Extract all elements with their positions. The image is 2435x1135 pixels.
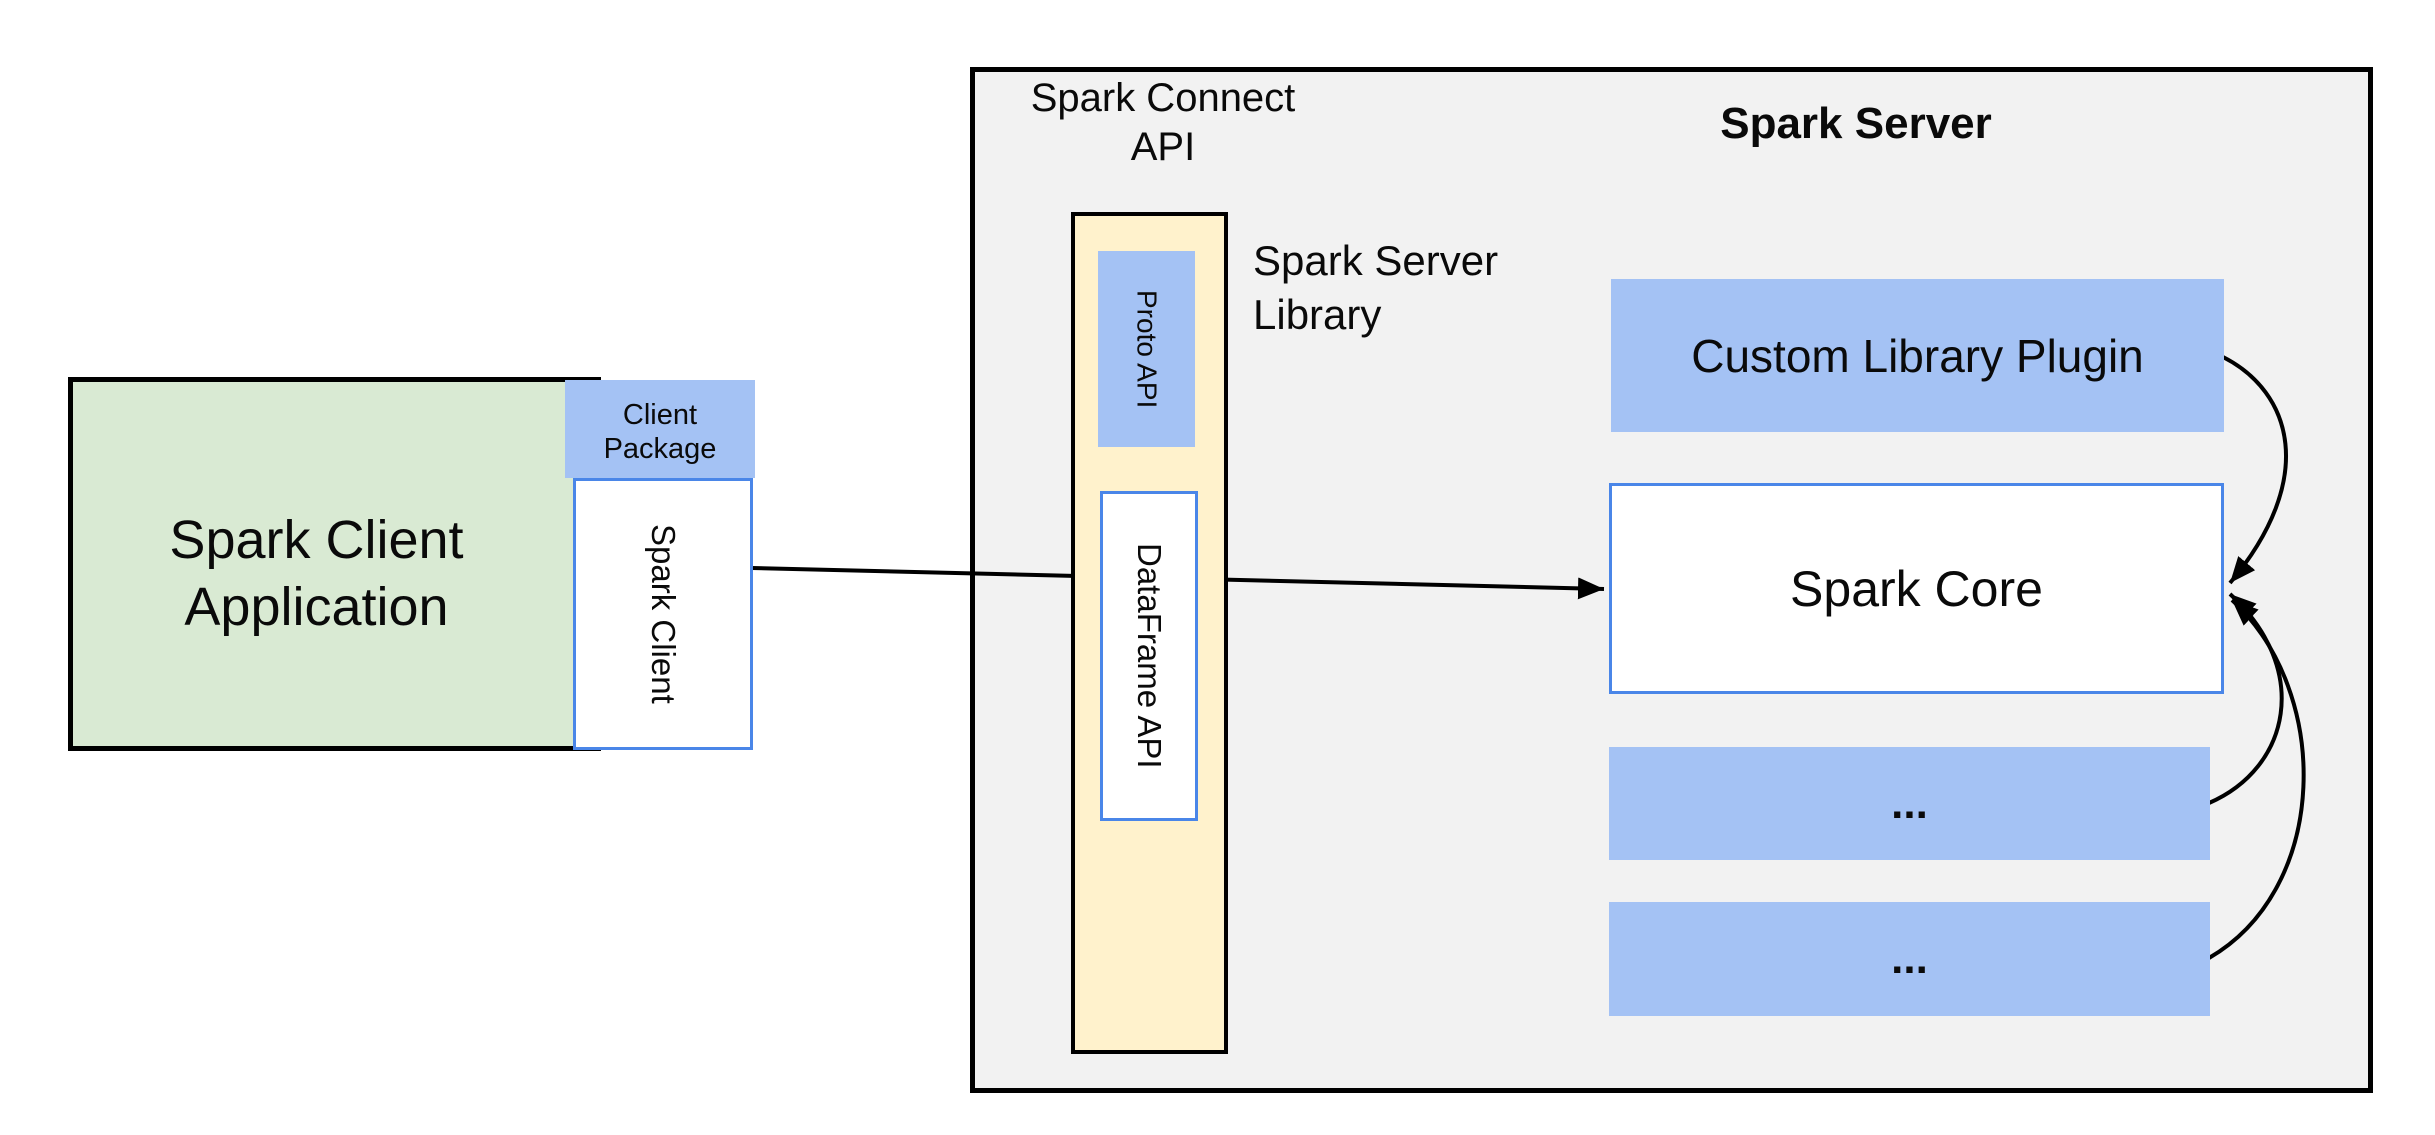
server-module-ellipsis-2: ... — [1891, 934, 1928, 983]
proto-api-box: Proto API — [1098, 251, 1195, 447]
spark-client-application-label-line2: Application — [184, 577, 449, 637]
spark-core-label: Spark Core — [1790, 560, 2043, 617]
spark-connect-api-title-line2: API — [1130, 125, 1196, 169]
client-package-label-line2: Package — [603, 433, 717, 465]
spark-connect-api-title-line1: Spark Connect — [1030, 76, 1296, 120]
spark-server-library-label: Spark Server Library — [1253, 234, 1573, 342]
module2-to-core-connector — [2207, 598, 2306, 960]
dataframe-api-box: DataFrame API — [1100, 491, 1198, 821]
proto-api-label: Proto API — [1131, 289, 1163, 409]
server-module-box-2: ... — [1609, 902, 2210, 1016]
spark-connect-api-title: Spark Connect API — [1003, 74, 1323, 172]
spark-client-application-label-line1: Spark Client — [169, 510, 464, 570]
server-module-ellipsis-1: ... — [1891, 778, 1928, 828]
spark-client-box: Spark Client — [573, 478, 753, 750]
spark-server-title: Spark Server — [1720, 99, 1992, 148]
spark-server-library-label-line1: Spark Server — [1253, 237, 1499, 284]
spark-client-application-box: Spark Client Application — [68, 377, 601, 751]
spark-client-label: Spark Client — [645, 524, 682, 704]
spark-core-box: Spark Core — [1609, 483, 2224, 694]
server-module-box-1: ... — [1609, 747, 2210, 860]
custom-library-plugin-box: Custom Library Plugin — [1611, 279, 2224, 432]
client-package-label-line1: Client — [622, 399, 698, 431]
client-package-box: Client Package — [565, 380, 755, 478]
dataframe-api-label: DataFrame API — [1131, 543, 1168, 769]
custom-library-plugin-label: Custom Library Plugin — [1691, 329, 2144, 382]
spark-server-library-label-line2: Library — [1253, 291, 1382, 338]
plugin-to-core-connector — [2222, 355, 2289, 585]
